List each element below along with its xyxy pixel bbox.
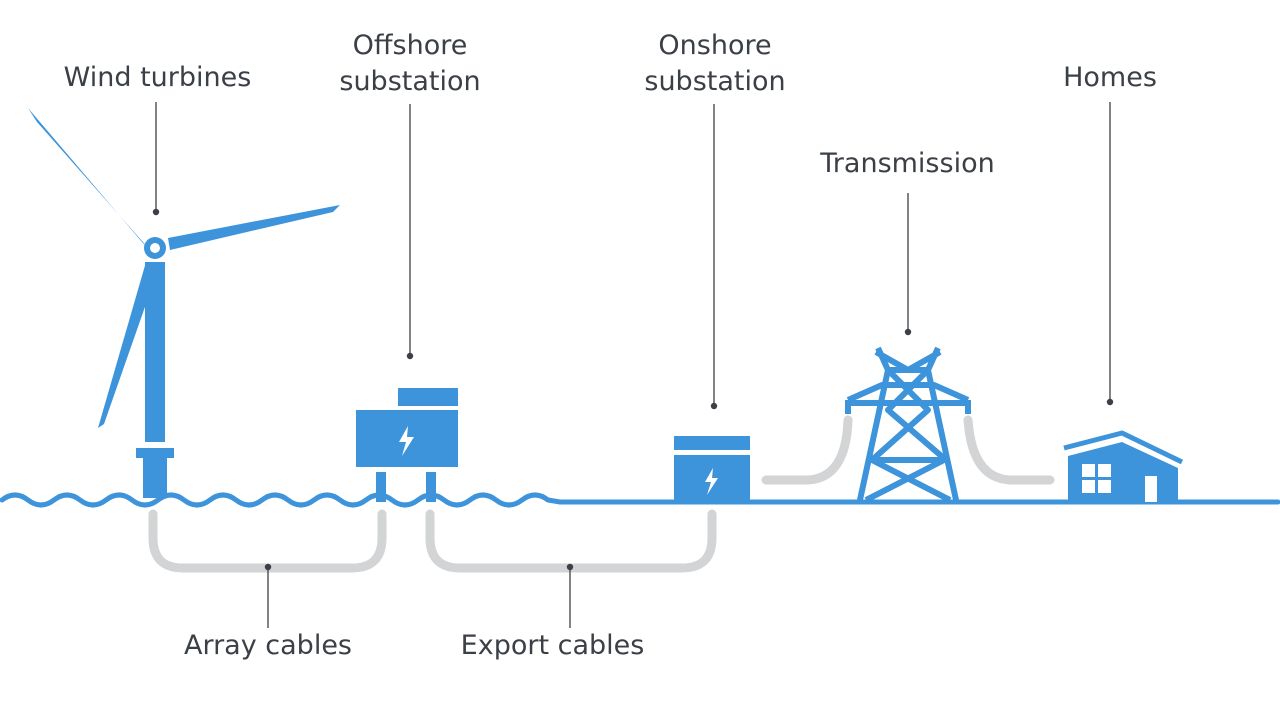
label-export-cables: Export cables [460,630,645,661]
label-wind-turbines: Wind turbines [63,62,252,93]
label-transmission: Transmission [820,148,995,179]
label-onshore-line-1: Onshore [658,30,772,61]
house-icon [1063,430,1184,502]
wind-turbine-icon [28,108,340,498]
label-homes: Homes [1063,62,1157,93]
label-array-cables: Array cables [183,630,352,661]
onshore-substation-icon [674,436,750,502]
sea-waves [0,492,563,508]
cables [148,415,1055,573]
transmission-tower-icon [845,346,971,503]
label-offshore-line-2: substation [339,66,481,97]
array-cable [148,509,387,573]
lightning-bolt-icon [399,426,414,456]
label-onshore-line-2: substation [644,66,786,97]
export-cable [425,509,717,573]
label-onshore-substation: Onshore substation [625,28,805,100]
label-offshore-substation: Offshore substation [320,28,500,100]
offshore-substation-icon [356,388,458,502]
label-offshore-line-1: Offshore [352,30,468,61]
leader-lines [152,102,1114,628]
tower-to-home-cable [963,415,1055,485]
onshore-to-tower-cable [761,415,853,485]
lightning-bolt-icon [705,468,718,495]
